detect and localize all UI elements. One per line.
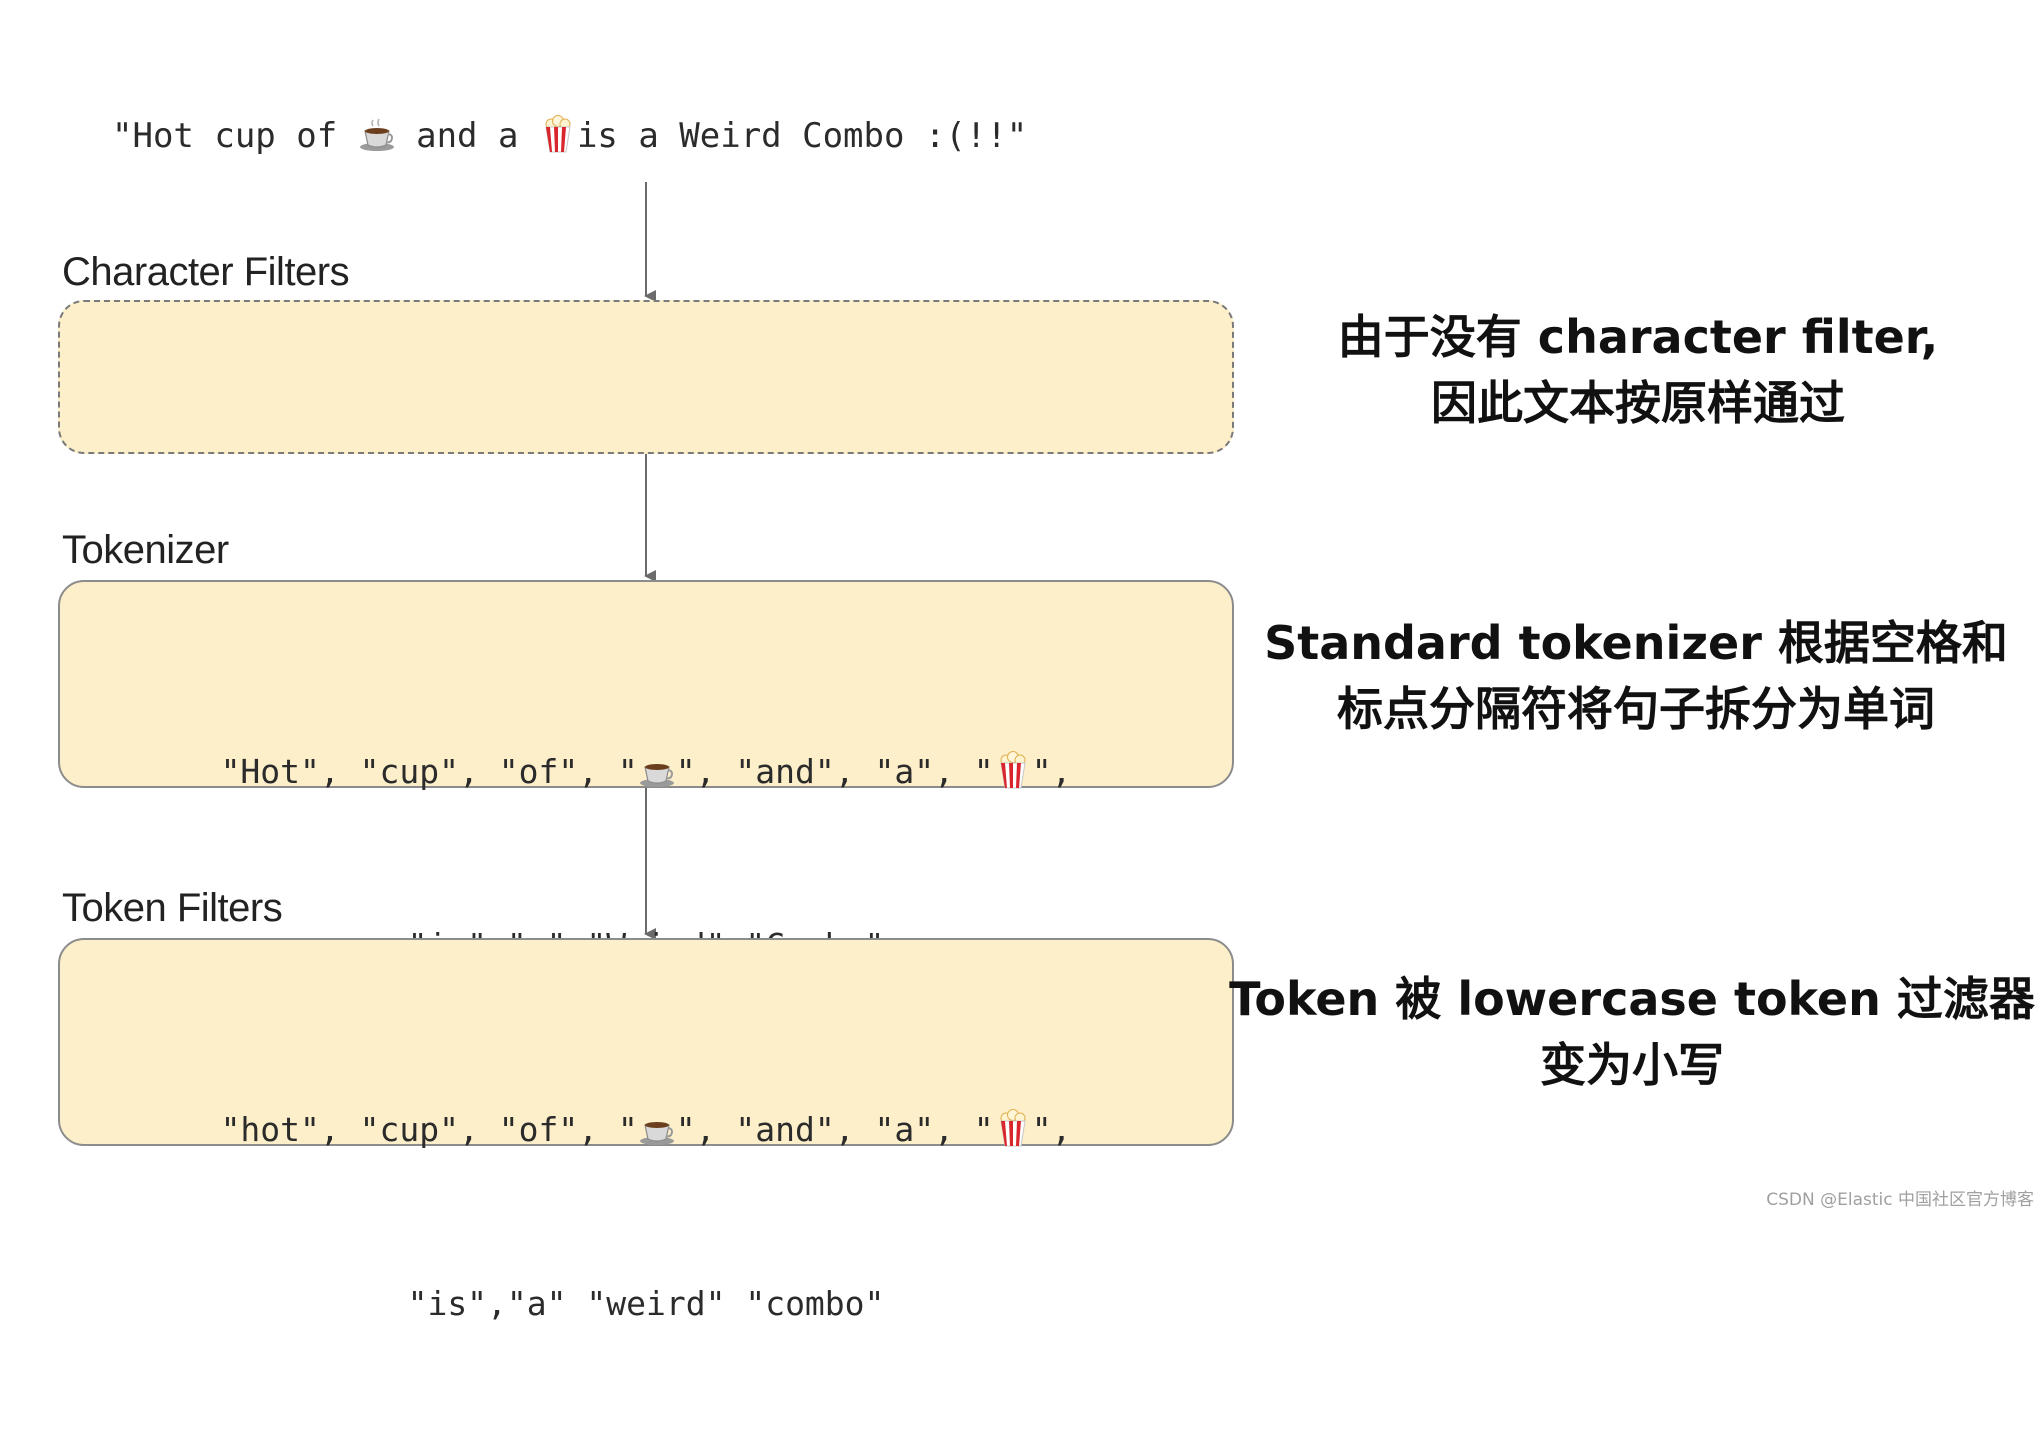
tokenizer-note: Standard tokenizer 根据空格和 标点分隔符将句子拆分为单词 [1226,610,2044,742]
token-filters-box: "hot", "cup", "of", "", "and", "a", "", … [58,938,1234,1323]
token-filters-row1-part-c: ", [1031,1110,1072,1149]
popcorn-icon [994,750,1032,790]
token-filters-tokens: "hot", "cup", "of", "", "and", "a", "", … [60,985,1232,1449]
token-filters-tokens-row2: "is","a" "weird" "combo" [407,1284,885,1323]
token-filters-row1-part-b: ", "and", "a", " [675,1110,994,1149]
popcorn-icon [539,114,577,154]
input-text-part2: and a [395,116,539,156]
character-filters-note: 由于没有 character filter, 因此文本按原样通过 [1228,304,2044,436]
token-filters-note-line2: 变为小写 [1540,1038,1724,1092]
input-text-part1: "Hot cup of [112,116,358,156]
flow-arrows [644,182,656,940]
token-filters-label: Token Filters [62,886,283,930]
watermark: CSDN @Elastic 中国社区官方博客 [1766,1190,2034,1210]
token-filters-row1-part-a: "hot", "cup", "of", " [220,1110,638,1149]
tokenizer-note-line2: 标点分隔符将句子拆分为单词 [1337,682,1935,736]
token-filters-note: Token 被 lowercase token 过滤器 变为小写 [1222,966,2042,1098]
token-filters-note-line1: Token 被 lowercase token 过滤器 [1229,972,2035,1026]
coffee-icon [638,1108,676,1148]
tokenizer-tokens-row1: "Hot", "cup", "of", " ", "and", "a", " ", [60,743,1232,801]
tokenizer-box: "Hot", "cup", "of", "", "and", "a", "", … [58,580,1234,965]
tokenizer-row1-part-a: "Hot", "cup", "of", " [220,752,638,791]
popcorn-icon [994,1108,1032,1148]
character-filters-note-line1: 由于没有 character filter, [1337,310,1939,364]
tokenizer-note-line1: Standard tokenizer 根据空格和 [1264,616,2008,670]
tokenizer-row1-part-b: ", "and", "a", " [675,752,994,791]
character-filters-box [58,300,1234,454]
coffee-icon [638,750,676,790]
character-filters-note-line2: 因此文本按原样通过 [1431,376,1845,430]
token-filters-tokens-row1: "hot", "cup", "of", " ", "and", "a", " ", [60,1101,1232,1159]
input-sentence: "Hot cup of and a is a Weird Combo :(!!" [112,108,1027,164]
tokenizer-label: Tokenizer [62,528,229,572]
input-text-part3: is a Weird Combo :(!!" [576,116,1028,156]
character-filters-label: Character Filters [62,250,350,294]
coffee-icon [358,114,396,154]
tokenizer-row1-part-c: ", [1031,752,1072,791]
